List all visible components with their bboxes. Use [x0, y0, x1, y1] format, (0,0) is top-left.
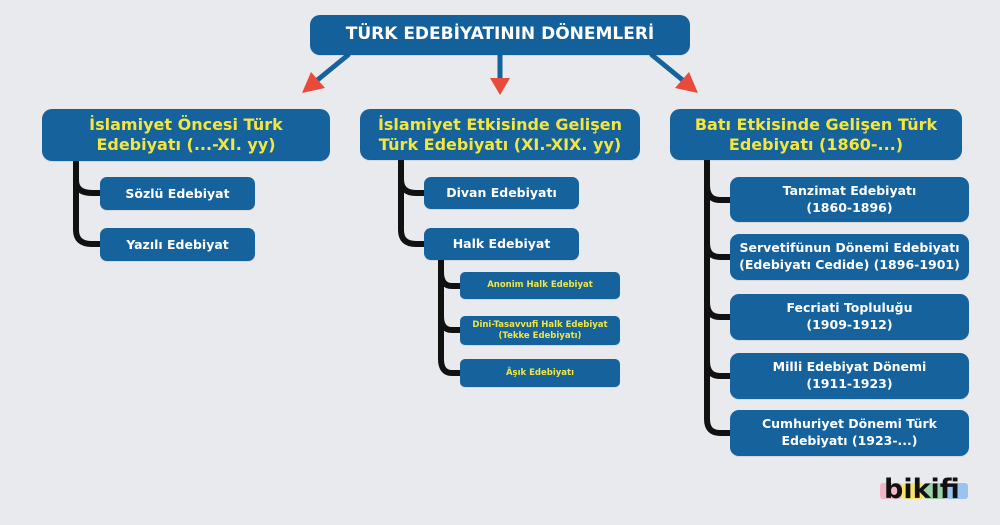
connector-sozlu: [73, 158, 103, 196]
connectors-col3: [704, 157, 733, 436]
connector-divan: [398, 157, 427, 196]
diagram-title: TÜRK EDEBİYATININ DÖNEMLERİ: [310, 15, 690, 55]
connector-cumhuriyet: [704, 358, 733, 436]
connector-asik: [438, 313, 463, 376]
subitem-anonim-halk: Anonim Halk Edebiyat: [460, 272, 620, 299]
arrow-left-head: [302, 72, 325, 93]
item-divan-edebiyati: Divan Edebiyatı: [424, 177, 579, 209]
category-pre-islamic: İslamiyet Öncesi Türk Edebiyatı (...-XI.…: [42, 109, 330, 161]
connectors-col2: [398, 157, 463, 376]
period-fecriati: Fecriati Topluluğu (1909-1912): [730, 294, 969, 340]
arrow-left-shaft: [312, 52, 351, 85]
category-western-influence: Batı Etkisinde Gelişen Türk Edebiyatı (1…: [670, 109, 962, 160]
period-tanzimat: Tanzimat Edebiyatı (1860-1896): [730, 177, 969, 222]
arrows: [302, 52, 698, 95]
bikifi-logo: bikifi: [884, 474, 960, 505]
connector-tanzimat: [704, 157, 733, 203]
arrow-right-shaft: [649, 52, 688, 85]
arrow-right-head: [675, 72, 698, 93]
subitem-asik-edebiyati: Âşık Edebiyatı: [460, 359, 620, 387]
item-halk-edebiyat: Halk Edebiyat: [424, 228, 579, 260]
period-cumhuriyet: Cumhuriyet Dönemi Türk Edebiyatı (1923-.…: [730, 410, 969, 456]
period-servetifunun: Servetifünun Dönemi Edebiyatı (Edebiyatı…: [730, 234, 969, 280]
connector-yazili: [73, 177, 103, 247]
connector-halk: [398, 176, 427, 247]
item-sozlu-edebiyat: Sözlü Edebiyat: [100, 177, 255, 210]
item-yazili-edebiyat: Yazılı Edebiyat: [100, 228, 255, 261]
arrow-center-head: [490, 78, 510, 95]
period-milli-edebiyat: Milli Edebiyat Dönemi (1911-1923): [730, 353, 969, 399]
subitem-tekke-edebiyati: Dini-Tasavvufi Halk Edebiyat (Tekke Edeb…: [460, 316, 620, 345]
connectors-col1: [73, 158, 103, 247]
category-islamic-influence: İslamiyet Etkisinde Gelişen Türk Edebiya…: [360, 109, 640, 160]
